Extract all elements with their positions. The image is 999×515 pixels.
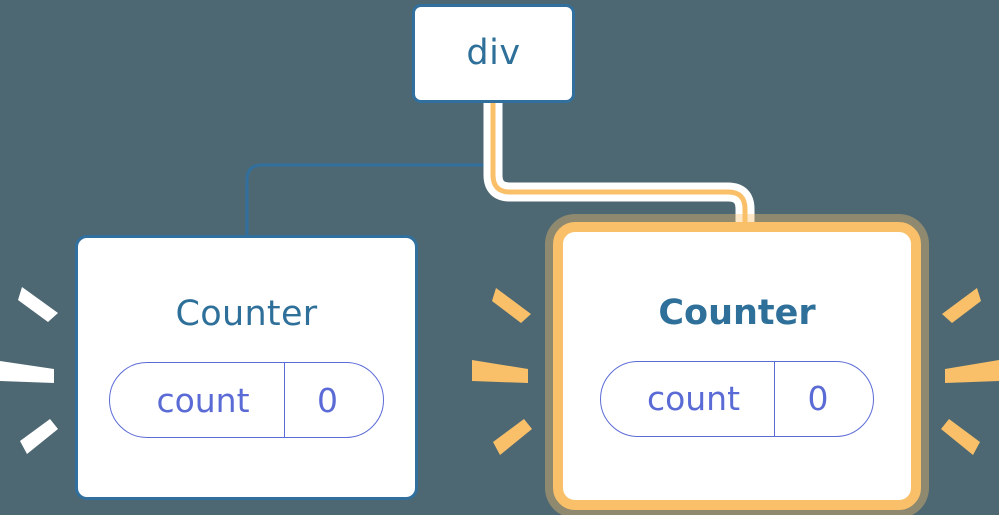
state-value-right: 0 (774, 361, 873, 436)
burst-right-outer (941, 288, 999, 455)
burst-left-outer (0, 287, 58, 454)
burst-right-of-left (472, 288, 532, 455)
state-value-left: 0 (283, 363, 383, 437)
state-key-right: count (646, 379, 741, 418)
node-div-label: div (466, 33, 521, 73)
edge-div-to-counter-left (245, 103, 495, 237)
node-counter-right-label: Counter (658, 292, 816, 333)
node-counter-left-label: Counter (175, 294, 318, 334)
state-key-left: count (156, 380, 250, 420)
node-counter-right[interactable]: Counter count 0 (553, 222, 921, 510)
state-pill-right[interactable]: count 0 (599, 360, 875, 437)
edge-div-to-counter-right (490, 103, 748, 232)
state-pill-left[interactable]: count 0 (109, 362, 384, 438)
node-div[interactable]: div (412, 4, 575, 103)
node-counter-left[interactable]: Counter count 0 (75, 235, 418, 500)
